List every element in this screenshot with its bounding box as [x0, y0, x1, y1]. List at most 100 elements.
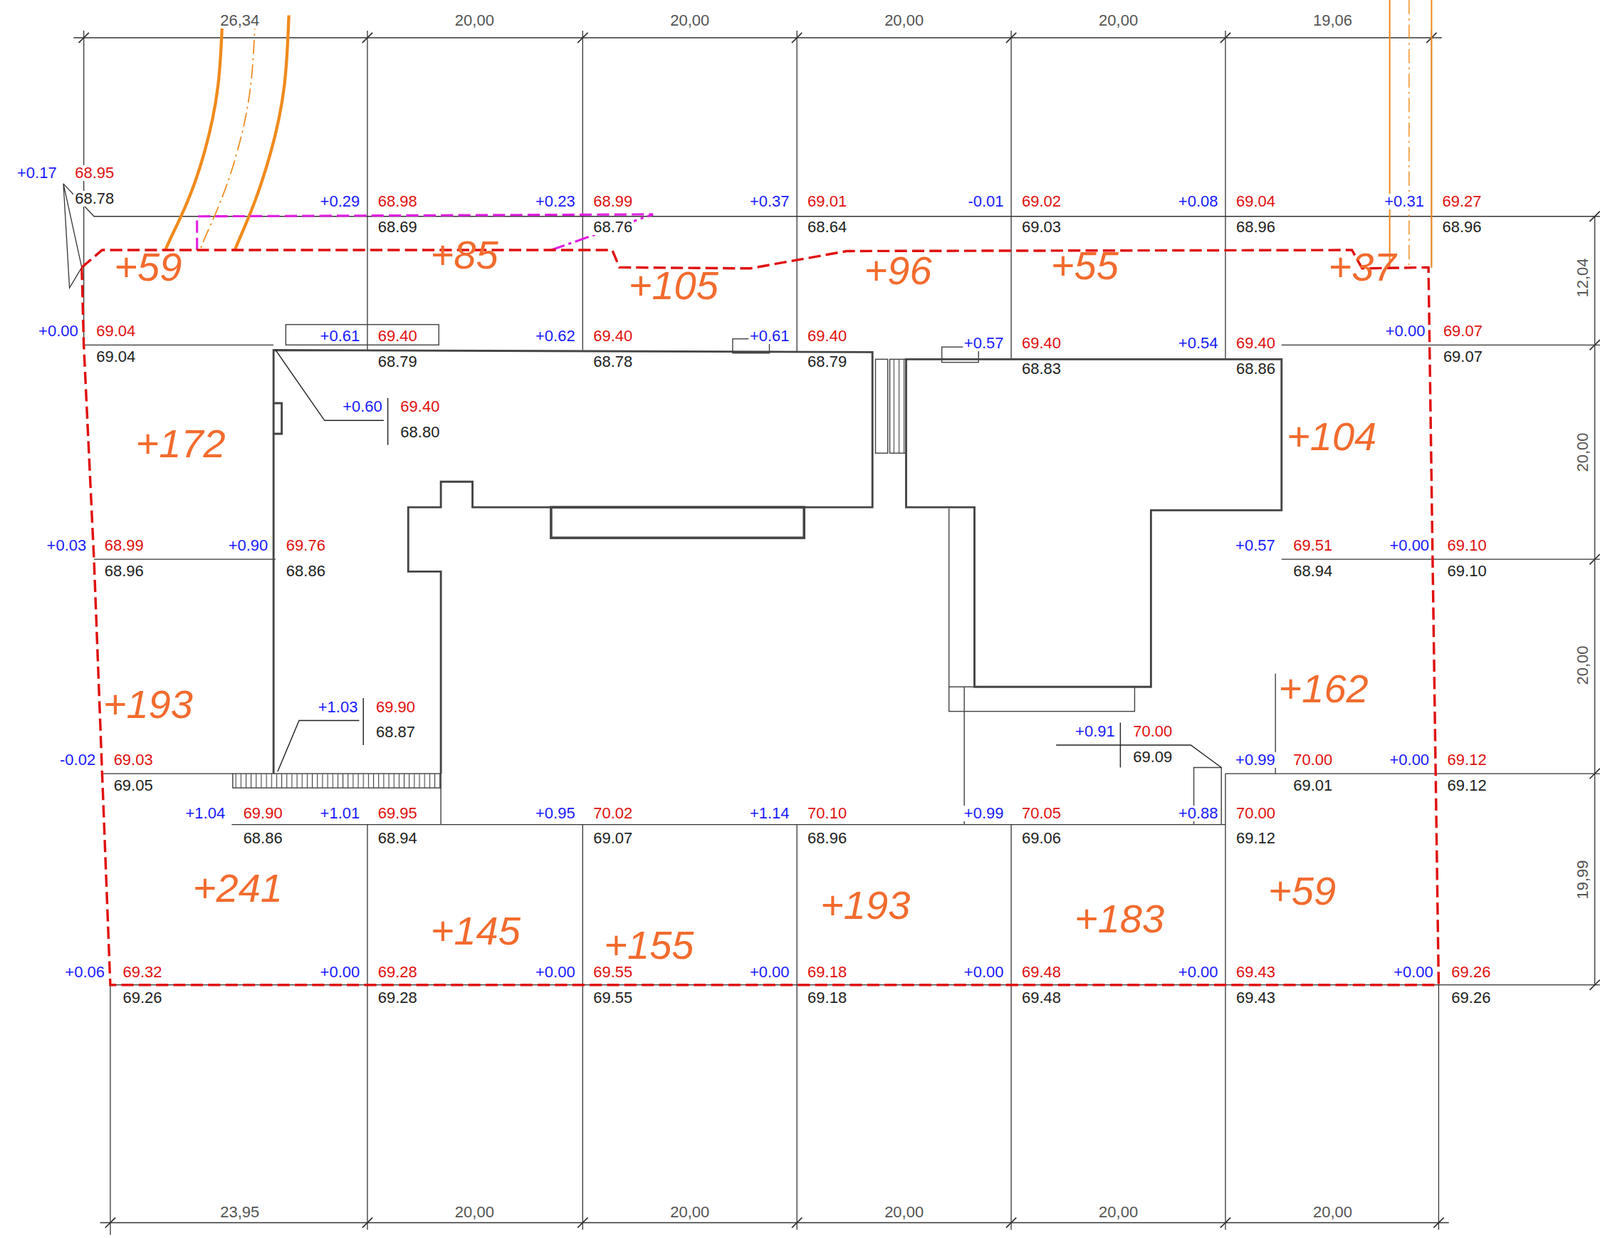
cut-fill-mark: +0.54: [1177, 335, 1220, 352]
volume-label: +96: [863, 250, 934, 291]
design-elevation: 69.76: [284, 537, 327, 554]
design-elevation: 69.32: [121, 964, 164, 980]
dimension-label: 23,95: [218, 1204, 261, 1220]
dimension-tick: [1433, 1216, 1444, 1227]
design-elevation: 69.04: [1234, 193, 1277, 210]
design-elevation: 69.90: [242, 805, 285, 822]
dimension-label: 20,00: [1097, 12, 1140, 29]
existing-elevation: 68.64: [806, 219, 849, 235]
design-elevation: 70.00: [1291, 751, 1334, 768]
cut-fill-mark: +0.62: [534, 328, 577, 344]
cut-fill-mark: +0.17: [15, 165, 59, 181]
cut-fill-mark: +0.61: [319, 328, 362, 344]
dimension-label: 19,99: [1575, 858, 1591, 901]
dimension-tick: [791, 32, 802, 43]
road-edge: [197, 214, 653, 250]
cut-fill-mark: +0.88: [1177, 805, 1220, 822]
design-elevation: 70.00: [1131, 723, 1174, 740]
existing-elevation: 69.05: [112, 777, 155, 794]
design-elevation: 68.99: [103, 537, 146, 554]
dimension-label: 12,04: [1575, 256, 1591, 299]
existing-elevation: 69.48: [1020, 989, 1063, 1006]
design-elevation: 69.48: [1020, 964, 1063, 980]
cut-fill-mark: +0.29: [319, 193, 362, 210]
existing-elevation: 68.86: [284, 563, 327, 579]
dimension-tick: [1589, 211, 1600, 222]
dimension-tick: [362, 1216, 373, 1227]
cut-fill-mark: +0.00: [1387, 751, 1431, 768]
grid-lines: [63, 30, 1600, 1235]
dimension-tick: [362, 32, 373, 43]
existing-elevation: 69.12: [1446, 777, 1489, 794]
existing-elevation: 69.12: [1234, 830, 1277, 846]
existing-elevation: 68.96: [103, 563, 146, 579]
existing-elevation: 69.26: [1449, 989, 1492, 1006]
cut-fill-mark: +0.31: [1382, 193, 1426, 210]
cut-fill-mark: +0.00: [748, 964, 792, 980]
dimension-ticks: [79, 32, 1600, 1228]
leader-lines: [275, 349, 1222, 772]
design-elevation: 70.10: [806, 805, 849, 822]
existing-elevation: 69.07: [1441, 348, 1484, 365]
cut-fill-mark: -0.01: [966, 193, 1005, 210]
cut-fill-mark: +0.00: [534, 964, 577, 980]
cut-fill-mark: +0.57: [962, 335, 1006, 352]
volume-label: +85: [429, 234, 500, 275]
dimension-tick: [1006, 1216, 1017, 1227]
existing-elevation: 69.43: [1234, 989, 1277, 1006]
design-elevation: 68.99: [591, 193, 634, 210]
design-elevation: 70.05: [1020, 805, 1063, 822]
design-elevation: 69.43: [1234, 964, 1277, 980]
design-elevation: 69.26: [1449, 964, 1492, 980]
existing-elevation: 69.01: [1291, 777, 1334, 794]
volume-label: +104: [1285, 416, 1378, 457]
dimension-label: 20,00: [882, 12, 925, 29]
design-elevation: 69.18: [806, 964, 849, 980]
design-elevation: 69.40: [806, 328, 849, 344]
cut-fill-mark: +0.03: [45, 537, 89, 554]
design-elevation: 69.40: [591, 328, 634, 344]
design-elevation: 70.02: [591, 805, 634, 822]
dimension-tick: [1589, 339, 1600, 350]
design-elevation: 69.51: [1291, 537, 1334, 554]
cut-fill-mark: +0.00: [962, 964, 1006, 980]
design-elevation: 69.01: [806, 193, 849, 210]
design-elevation: 69.07: [1441, 323, 1484, 339]
existing-elevation: 68.94: [376, 830, 419, 846]
cut-fill-mark: +0.00: [1177, 964, 1220, 980]
dimension-tick: [79, 32, 90, 43]
existing-elevation: 69.03: [1020, 219, 1063, 235]
dimension-tick: [1220, 1216, 1231, 1227]
cut-fill-mark: +0.00: [37, 323, 80, 339]
volume-label: +193: [818, 885, 912, 925]
cut-fill-mark: +0.00: [1384, 323, 1427, 339]
existing-elevation: 68.94: [1291, 563, 1334, 579]
volume-label: +59: [112, 247, 183, 287]
cut-fill-mark: +0.37: [748, 193, 792, 210]
dimension-tick: [577, 32, 588, 43]
dimension-tick: [105, 1216, 116, 1227]
existing-elevation: 69.04: [94, 348, 137, 365]
volume-label: +155: [602, 924, 695, 965]
cut-fill-mark: +0.06: [63, 964, 107, 980]
existing-elevation: 69.06: [1020, 830, 1063, 846]
existing-elevation: 68.78: [591, 353, 634, 370]
dimension-label: 19,06: [1311, 12, 1354, 29]
dimension-label: 20,00: [453, 1204, 496, 1220]
existing-elevation: 69.26: [121, 989, 164, 1006]
cut-fill-mark: +0.00: [319, 964, 362, 980]
design-elevation: 69.55: [591, 964, 634, 980]
cut-fill-mark: +1.04: [183, 805, 227, 822]
dimension-label: 20,00: [668, 1204, 711, 1220]
dimension-tick: [1589, 979, 1600, 990]
cut-fill-mark: +0.99: [1234, 751, 1277, 768]
cut-fill-mark: +0.08: [1177, 193, 1220, 210]
volume-label: +145: [429, 910, 522, 951]
dimension-label: 20,00: [1575, 430, 1591, 473]
building-outline: [232, 324, 1282, 825]
cut-fill-mark: -0.02: [58, 751, 97, 768]
cut-fill-mark: +0.91: [1073, 723, 1117, 740]
volume-label: +37: [1327, 247, 1398, 287]
site-boundary: [81, 249, 1440, 985]
